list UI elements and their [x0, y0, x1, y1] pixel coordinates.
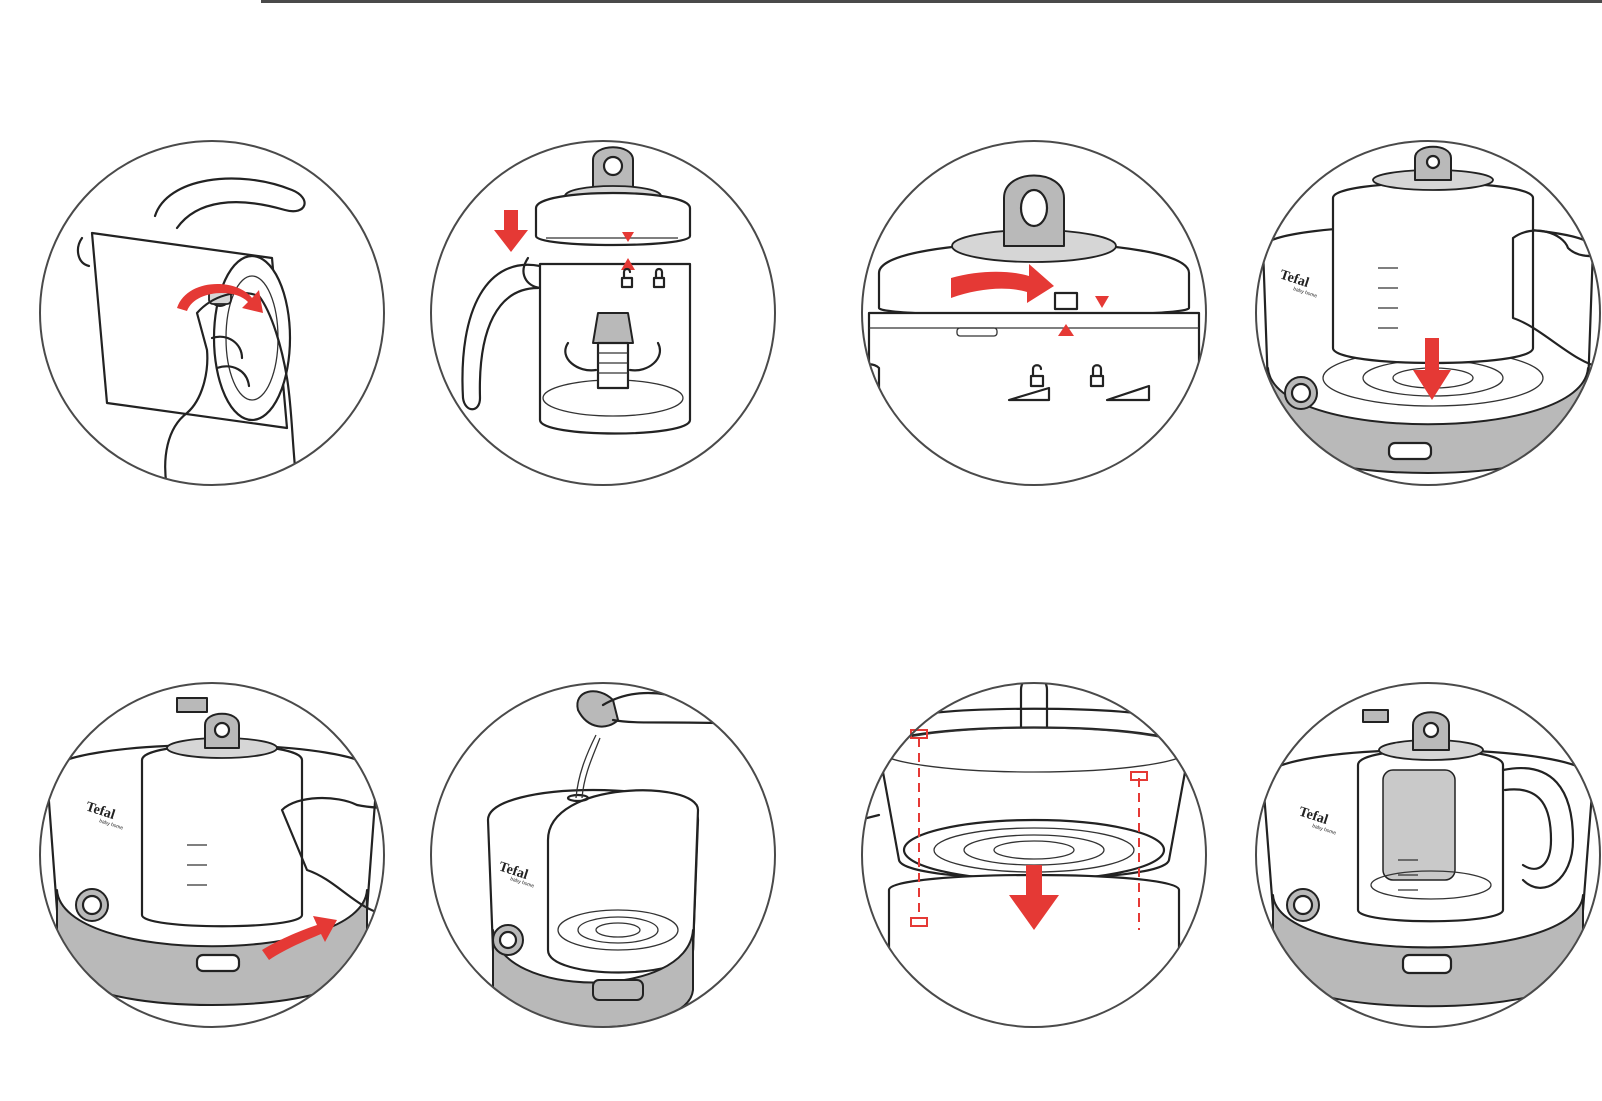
unscrew-blade-step [37, 138, 387, 488]
lock-lid-illustration [859, 138, 1209, 488]
place-lid-illustration [428, 138, 778, 488]
rotate-jug-step: Tefal baby home [37, 680, 387, 1030]
place-lid-step [428, 138, 778, 488]
assembled-illustration: Tefal baby home [1253, 680, 1602, 1030]
top-rule [261, 0, 1602, 3]
fill-water-illustration: Tefal baby home [428, 680, 778, 1030]
down-arrow-icon [494, 210, 528, 252]
lock-lid-step [859, 138, 1209, 488]
fill-water-step: Tefal baby home [428, 680, 778, 1030]
insert-jug-illustration: Tefal baby home [1253, 138, 1602, 488]
place-basket-illustration [859, 680, 1209, 1030]
assembled-step: Tefal baby home [1253, 680, 1602, 1030]
rotate-jug-illustration: Tefal baby home [37, 680, 387, 1030]
unscrew-blade-illustration [37, 138, 387, 488]
insert-jug-step: Tefal baby home [1253, 138, 1602, 488]
place-basket-step [859, 680, 1209, 1030]
